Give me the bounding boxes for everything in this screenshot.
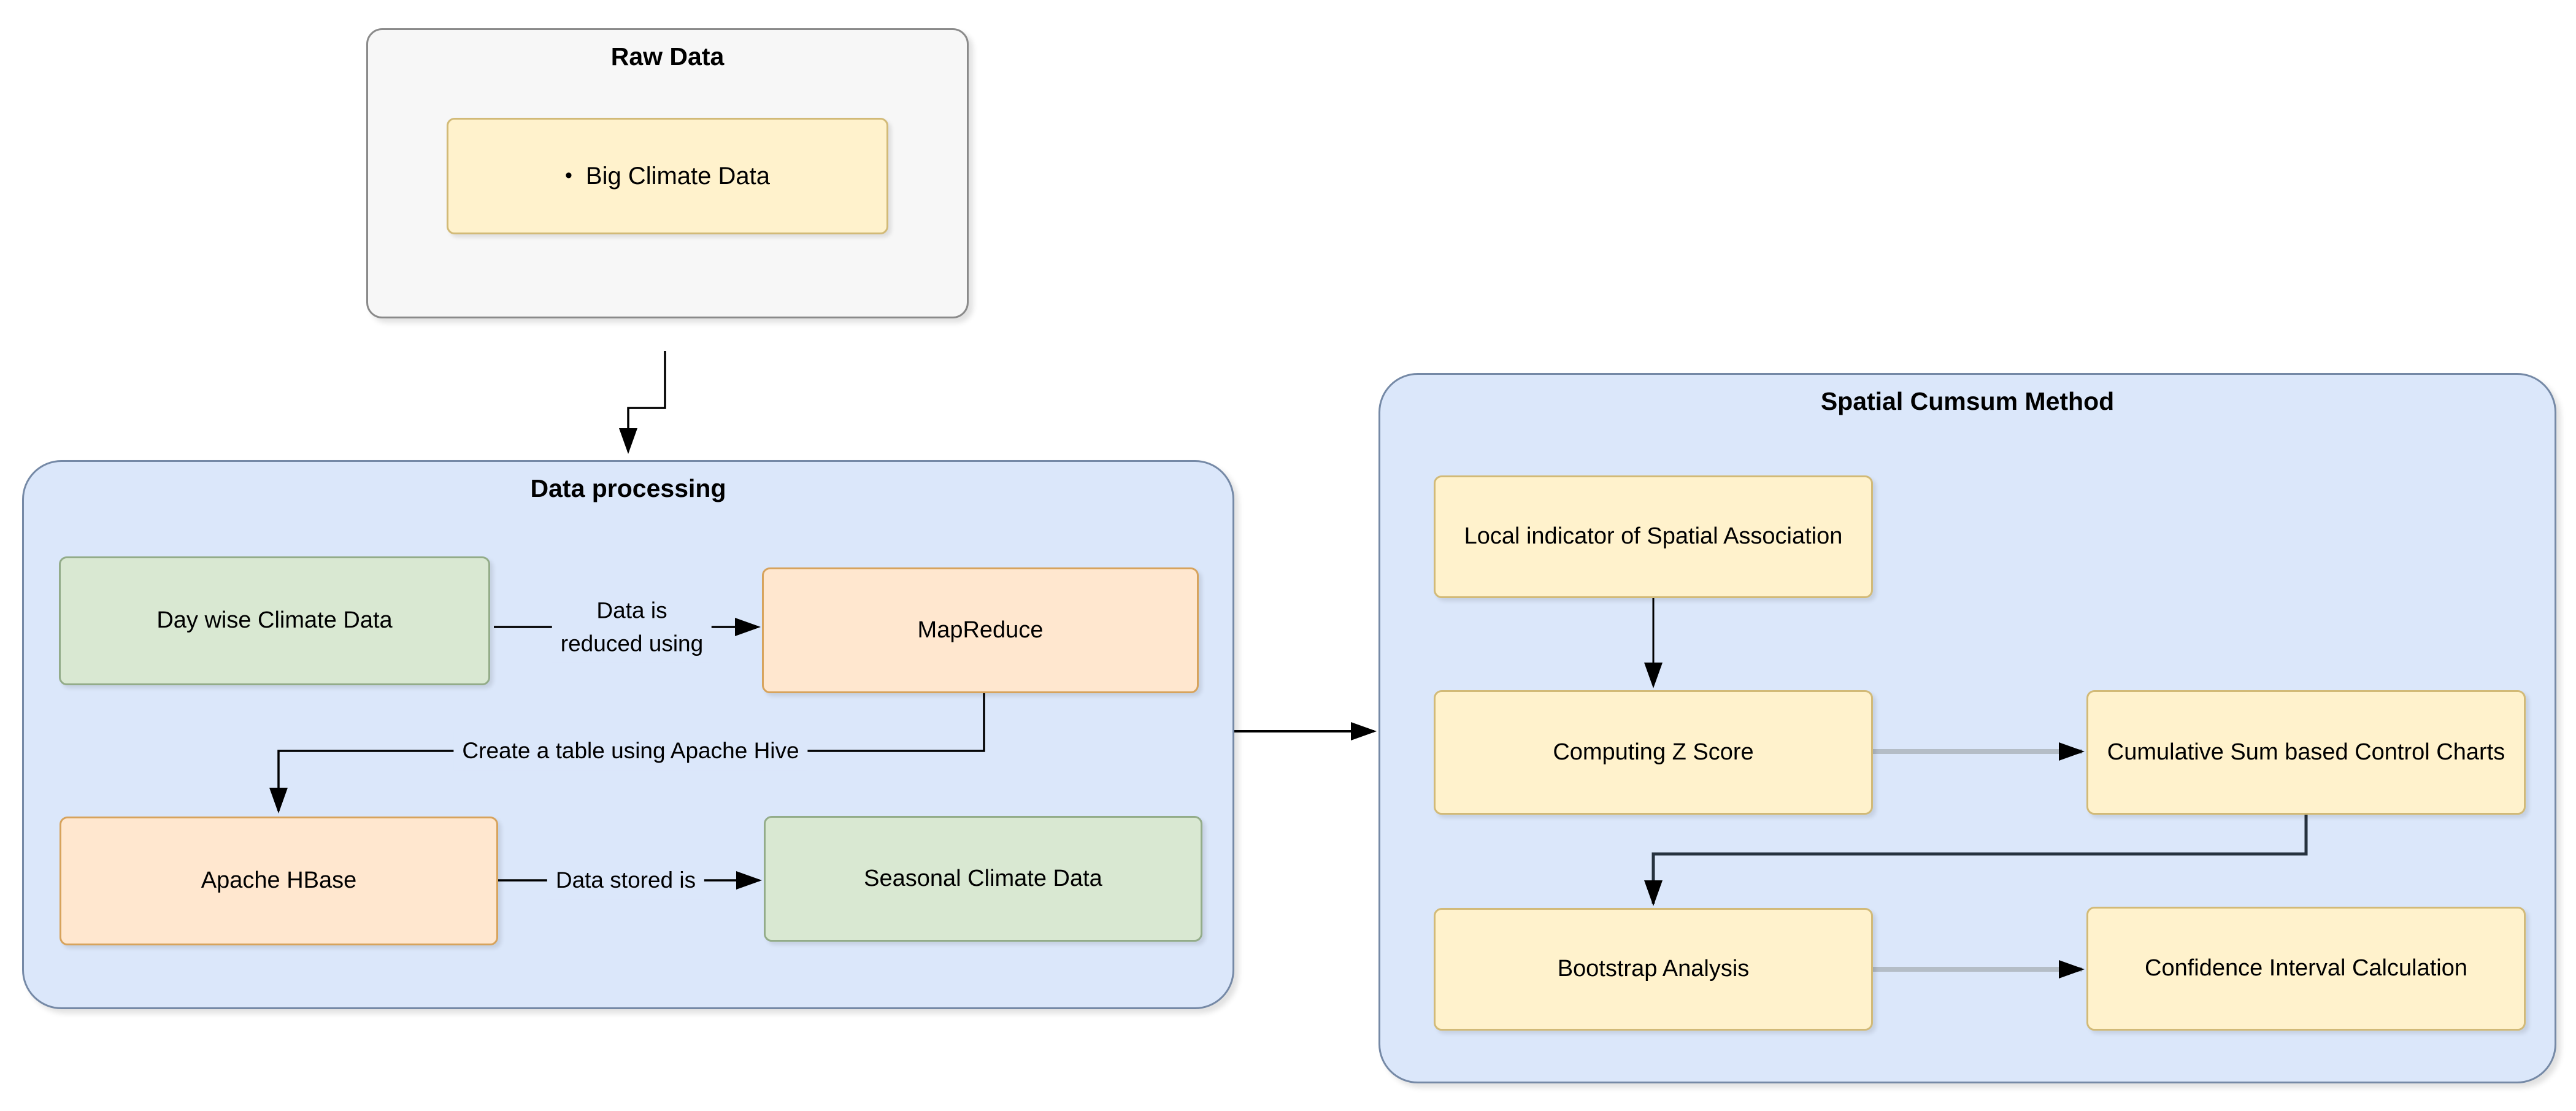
node-label-day-wise-climate-data: Day wise Climate Data <box>156 607 393 634</box>
node-seasonal-climate-data: Seasonal Climate Data <box>764 816 1202 942</box>
node-label-confidence-interval-calculation: Confidence Interval Calculation <box>2145 955 2467 982</box>
edge-label-line2: reduced using <box>560 631 704 656</box>
edge-label-line1: Data is <box>596 598 667 623</box>
edge-label-data-is-reduced-using: Data is reduced using <box>552 591 712 663</box>
node-local-indicator: Local indicator of Spatial Association <box>1434 475 1873 598</box>
node-day-wise-climate-data: Day wise Climate Data <box>59 556 490 685</box>
node-computing-z-score: Computing Z Score <box>1434 690 1873 815</box>
node-mapreduce: MapReduce <box>762 567 1199 693</box>
bullet-icon: • <box>564 164 572 187</box>
node-label-apache-hbase: Apache HBase <box>201 867 357 894</box>
node-confidence-interval-calculation: Confidence Interval Calculation <box>2086 907 2526 1031</box>
node-label-cumulative-sum-control-charts: Cumulative Sum based Control Charts <box>2107 739 2505 765</box>
edge-rawdata-to-dataprocessing <box>619 351 666 454</box>
edge-label-hive-text: Create a table using Apache Hive <box>462 738 799 764</box>
node-label-local-indicator: Local indicator of Spatial Association <box>1464 523 1843 550</box>
edge-label-stored-text: Data stored is <box>555 867 696 893</box>
node-label-bootstrap-analysis: Bootstrap Analysis <box>1557 956 1750 982</box>
container-title-raw-data: Raw Data <box>610 42 725 71</box>
node-label-big-climate-data: Big Climate Data <box>585 163 771 190</box>
node-big-climate-data: • Big Climate Data <box>447 118 888 234</box>
node-bootstrap-analysis: Bootstrap Analysis <box>1434 908 1873 1031</box>
node-cumulative-sum-control-charts: Cumulative Sum based Control Charts <box>2086 690 2526 815</box>
edge-label-data-stored-is: Data stored is <box>547 861 705 899</box>
container-title-data-processing: Data processing <box>530 474 726 502</box>
container-title-spatial-cumsum-method: Spatial Cumsum Method <box>1820 387 2115 415</box>
node-label-seasonal-climate-data: Seasonal Climate Data <box>864 865 1102 891</box>
node-label-computing-z-score: Computing Z Score <box>1553 739 1754 765</box>
edge-label-create-table-apache-hive: Create a table using Apache Hive <box>453 732 808 770</box>
node-apache-hbase: Apache HBase <box>60 817 498 945</box>
node-label-mapreduce: MapReduce <box>917 617 1044 643</box>
